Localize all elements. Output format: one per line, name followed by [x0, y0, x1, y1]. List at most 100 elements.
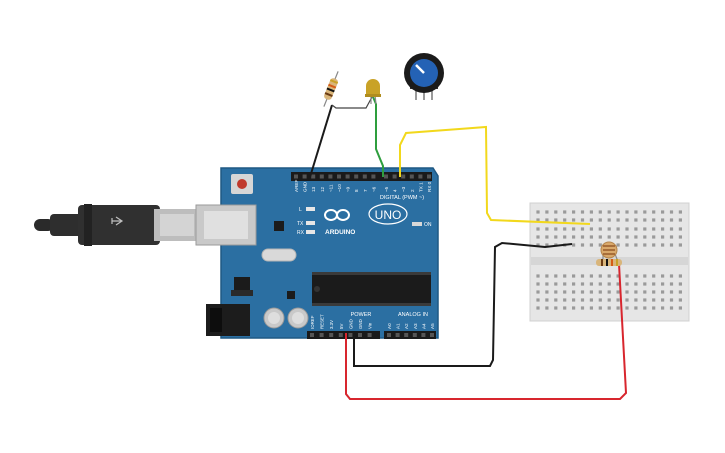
breadboard-hole[interactable]	[589, 282, 593, 286]
breadboard-hole[interactable]	[634, 306, 638, 310]
reset-button-cap[interactable]	[237, 179, 247, 189]
breadboard-hole[interactable]	[661, 274, 665, 278]
breadboard-hole[interactable]	[536, 282, 540, 286]
breadboard-hole[interactable]	[545, 235, 549, 239]
breadboard-hole[interactable]	[616, 274, 620, 278]
breadboard-hole[interactable]	[661, 243, 665, 247]
breadboard-hole[interactable]	[661, 306, 665, 310]
digital-pin-hole[interactable]	[427, 174, 431, 179]
breadboard-hole[interactable]	[580, 274, 585, 278]
breadboard-hole[interactable]	[607, 298, 611, 302]
breadboard-hole[interactable]	[580, 243, 585, 247]
breadboard-hole[interactable]	[625, 218, 629, 222]
breadboard-hole[interactable]	[572, 306, 576, 310]
breadboard-hole[interactable]	[580, 306, 585, 310]
breadboard-hole[interactable]	[580, 290, 585, 294]
breadboard-hole[interactable]	[554, 298, 558, 302]
breadboard-hole[interactable]	[678, 235, 682, 239]
breadboard-hole[interactable]	[643, 290, 647, 294]
breadboard-hole[interactable]	[652, 218, 656, 222]
analog-pin-hole[interactable]	[387, 333, 391, 337]
breadboard-hole[interactable]	[554, 290, 558, 294]
digital-pin-hole[interactable]	[337, 174, 341, 179]
breadboard-hole[interactable]	[563, 274, 567, 278]
breadboard-hole[interactable]	[652, 290, 656, 294]
breadboard-hole[interactable]	[545, 298, 549, 302]
breadboard-hole[interactable]	[589, 298, 593, 302]
breadboard-hole[interactable]	[669, 282, 674, 286]
breadboard-hole[interactable]	[607, 210, 611, 214]
digital-pin-hole[interactable]	[418, 174, 423, 179]
analog-pin-hole[interactable]	[404, 333, 409, 337]
breadboard-hole[interactable]	[678, 210, 682, 214]
breadboard-hole[interactable]	[652, 306, 656, 310]
breadboard-hole[interactable]	[607, 218, 611, 222]
digital-pin-hole[interactable]	[294, 174, 298, 179]
digital-pin-hole[interactable]	[311, 174, 316, 179]
breadboard-hole[interactable]	[643, 210, 647, 214]
breadboard-hole[interactable]	[545, 290, 549, 294]
breadboard-hole[interactable]	[598, 282, 602, 286]
breadboard-hole[interactable]	[678, 227, 682, 231]
wire-red-5v[interactable]	[345, 263, 628, 400]
breadboard-hole[interactable]	[589, 235, 593, 239]
breadboard-hole[interactable]	[545, 243, 549, 247]
digital-pin-hole[interactable]	[354, 174, 359, 179]
breadboard-hole[interactable]	[554, 218, 558, 222]
breadboard-hole[interactable]	[625, 282, 629, 286]
breadboard-hole[interactable]	[652, 235, 656, 239]
breadboard-hole[interactable]	[572, 210, 576, 214]
breadboard-hole[interactable]	[554, 235, 558, 239]
breadboard-hole[interactable]	[616, 227, 620, 231]
breadboard-hole[interactable]	[545, 274, 549, 278]
breadboard-hole[interactable]	[536, 218, 540, 222]
breadboard-hole[interactable]	[589, 243, 593, 247]
breadboard-hole[interactable]	[616, 218, 620, 222]
breadboard-hole[interactable]	[616, 282, 620, 286]
breadboard-hole[interactable]	[563, 290, 567, 294]
breadboard-hole[interactable]	[572, 227, 576, 231]
digital-pin-hole[interactable]	[328, 174, 333, 179]
breadboard-hole[interactable]	[634, 235, 638, 239]
breadboard-hole[interactable]	[554, 306, 558, 310]
digital-pin-hole[interactable]	[392, 174, 397, 179]
breadboard-hole[interactable]	[607, 290, 611, 294]
breadboard-hole[interactable]	[634, 218, 638, 222]
breadboard-hole[interactable]	[563, 218, 567, 222]
breadboard-hole[interactable]	[643, 235, 647, 239]
breadboard-hole[interactable]	[536, 235, 540, 239]
breadboard-hole[interactable]	[669, 235, 674, 239]
breadboard-hole[interactable]	[669, 290, 674, 294]
breadboard-hole[interactable]	[589, 218, 593, 222]
power-pin-hole[interactable]	[338, 333, 343, 337]
breadboard-hole[interactable]	[652, 282, 656, 286]
wire-yellow-signal[interactable]	[399, 125, 591, 225]
resistor[interactable]	[320, 70, 342, 108]
digital-pin-hole[interactable]	[384, 174, 388, 179]
breadboard-hole[interactable]	[625, 290, 629, 294]
breadboard-hole[interactable]	[678, 218, 682, 222]
power-pin-hole[interactable]	[367, 333, 372, 337]
breadboard-hole[interactable]	[652, 210, 656, 214]
breadboard-hole[interactable]	[563, 227, 567, 231]
breadboard-hole[interactable]	[572, 218, 576, 222]
breadboard-hole[interactable]	[625, 235, 629, 239]
breadboard-hole[interactable]	[616, 298, 620, 302]
breadboard-hole[interactable]	[678, 298, 682, 302]
breadboard-hole[interactable]	[580, 282, 585, 286]
breadboard-hole[interactable]	[652, 298, 656, 302]
breadboard-hole[interactable]	[554, 282, 558, 286]
breadboard-hole[interactable]	[536, 290, 540, 294]
breadboard-hole[interactable]	[580, 218, 585, 222]
breadboard-hole[interactable]	[678, 290, 682, 294]
breadboard-hole[interactable]	[634, 290, 638, 294]
breadboard-hole[interactable]	[669, 298, 674, 302]
breadboard-hole[interactable]	[572, 290, 576, 294]
breadboard-hole[interactable]	[634, 274, 638, 278]
digital-pin-hole[interactable]	[401, 174, 406, 179]
breadboard-hole[interactable]	[643, 227, 647, 231]
wire-green-led[interactable]	[372, 96, 384, 177]
digital-pin-hole[interactable]	[345, 174, 350, 179]
breadboard-hole[interactable]	[625, 274, 629, 278]
